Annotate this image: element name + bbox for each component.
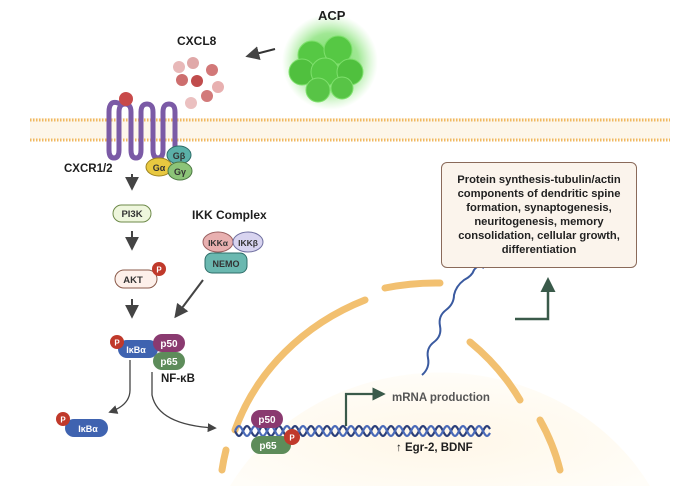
mrna-strand	[421, 265, 485, 376]
receptor-label: CXCR1/2	[64, 163, 113, 175]
svg-text:p65: p65	[160, 357, 178, 368]
svg-text:IKKα: IKKα	[208, 238, 229, 248]
svg-text:p65: p65	[259, 441, 277, 452]
svg-text:PI3K: PI3K	[121, 209, 142, 220]
svg-text:P: P	[60, 416, 66, 425]
arrow-ikba-release	[108, 360, 131, 414]
svg-text:Gβ: Gβ	[173, 151, 186, 161]
akt-node: AKT P	[114, 262, 166, 289]
svg-text:P: P	[156, 266, 162, 275]
svg-text:Gγ: Gγ	[174, 167, 186, 177]
outcome-box: Protein synthesis-tubulin/actin componen…	[441, 162, 637, 268]
svg-text:IKKβ: IKKβ	[238, 238, 258, 248]
nuclear-nfkb: p50 p65 P	[251, 410, 300, 454]
svg-text:p50: p50	[258, 415, 276, 426]
ikk-complex-label: IKK Complex	[192, 208, 267, 222]
arrow-ikk-nfkb	[174, 279, 204, 319]
released-ikba: IκBα P	[56, 412, 108, 437]
nucleus	[218, 279, 650, 486]
acp-cluster	[282, 14, 378, 110]
dna-strand	[234, 424, 491, 438]
cxcl8-label: CXCL8	[177, 34, 217, 48]
nfkb-label: NF-κB	[161, 373, 195, 385]
pi3k-node: PI3K	[112, 204, 152, 223]
genes-label: ↑ Egr-2, BDNF	[396, 442, 473, 454]
ikk-beta: IKKβ	[232, 231, 264, 253]
svg-text:IκBα: IκBα	[126, 345, 146, 355]
outcome-arrow	[515, 277, 556, 321]
svg-text:P: P	[114, 339, 120, 348]
nemo: NEMO	[204, 252, 248, 274]
svg-text:p50: p50	[160, 339, 178, 350]
g-beta: Gβ	[166, 145, 192, 165]
svg-text:IκBα: IκBα	[78, 424, 98, 434]
acp-to-cxcl8-arrow	[245, 46, 276, 60]
cell-membrane	[30, 118, 670, 142]
svg-text:Gα: Gα	[153, 163, 166, 173]
cxcl8-molecules	[173, 57, 224, 109]
acp-label: ACP	[318, 8, 346, 23]
mrna-label: mRNA production	[392, 392, 490, 404]
ikk-alpha: IKKα	[202, 231, 234, 253]
ikba-nfkb-complex: IκBα P p50 p65	[110, 334, 185, 370]
g-gamma: Gγ	[167, 161, 193, 181]
svg-text:AKT: AKT	[123, 275, 143, 286]
arrow-nfkb-translocation	[151, 372, 217, 433]
svg-text:P: P	[289, 434, 295, 443]
svg-text:NEMO: NEMO	[213, 259, 240, 269]
cxcr-receptor	[106, 97, 178, 161]
bound-cxcl8	[119, 92, 133, 106]
transcription-arrow	[344, 387, 386, 426]
